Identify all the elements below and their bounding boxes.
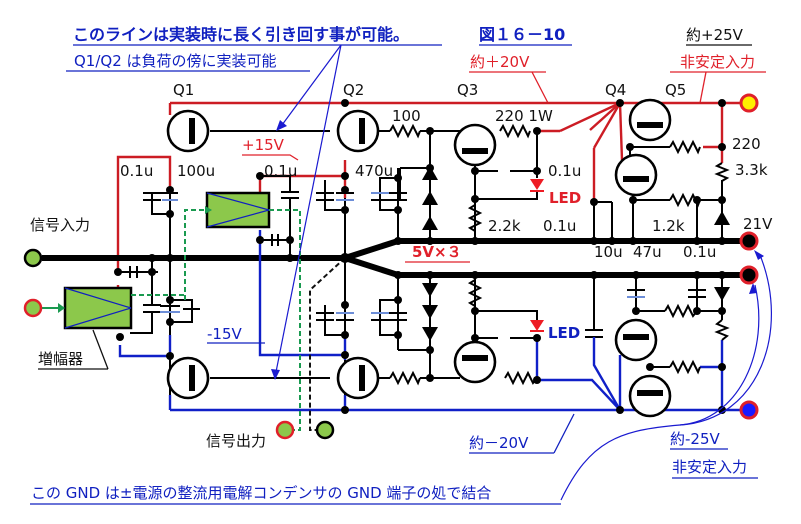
label-21v: 21V	[743, 215, 773, 233]
resistor-q3-neg	[504, 370, 538, 386]
led-top-icon	[530, 179, 544, 190]
label-minus25: 約-25V	[670, 430, 720, 448]
resistor-q2-neg	[389, 370, 421, 386]
label-r-220: 220	[732, 135, 761, 153]
terminal-signal-out[interactable]	[275, 420, 295, 440]
amplifier-main	[63, 286, 133, 330]
label-r-2k2: 2.2k	[488, 217, 521, 235]
gnd-path-dashed	[309, 257, 346, 431]
label-signal-in: 信号入力	[30, 216, 90, 234]
resistor-100	[389, 123, 421, 139]
label-r-220-1w: 220 1W	[495, 107, 553, 125]
label-q5: Q5	[665, 81, 686, 99]
label-q2: Q2	[343, 81, 364, 99]
figure-title: 図１６－10	[479, 25, 565, 44]
label-c-47u: 47u	[633, 243, 662, 261]
transistor-q3	[453, 123, 497, 167]
label-c-q3-01: 0.1u	[548, 162, 581, 180]
transistor-q2-neg	[336, 356, 380, 400]
transistor-q3-neg	[453, 340, 497, 384]
resistor-3k3	[714, 162, 730, 182]
label-amplifier: 増幅器	[38, 350, 83, 368]
label-c-q1-01: 0.1u	[120, 162, 153, 180]
label-led-top: LED	[549, 189, 581, 207]
transistor-q5	[628, 98, 672, 142]
led-bottom-icon	[530, 320, 544, 331]
label-plus25-sub: 非安定入力	[680, 53, 755, 71]
resistors	[389, 123, 730, 386]
label-signal-out: 信号出力	[206, 432, 266, 450]
terminal-gnd-top[interactable]	[739, 231, 759, 251]
label-r-100: 100	[392, 107, 421, 125]
junction-dots	[114, 99, 726, 414]
label-c-amp-01: 0.1u	[264, 162, 297, 180]
terminal-minus25[interactable]	[739, 400, 759, 420]
transistor-q4-neg	[614, 318, 658, 362]
resistor-220-1w	[499, 123, 531, 139]
amplifier-secondary	[205, 191, 271, 229]
terminal-signal-out-gnd[interactable]	[315, 420, 335, 440]
note-gnd: この GND は±電源の整流用電解コンデンサの GND 端子の処で結合	[31, 484, 491, 502]
label-minus15: -15V	[207, 325, 242, 343]
resistor-2k2	[467, 204, 483, 232]
resistor-q5-base	[669, 139, 701, 155]
zener-ref-top	[714, 211, 730, 225]
callout-line-2	[275, 44, 342, 373]
transistor-q1	[166, 109, 210, 153]
resistor-neg-bias	[467, 279, 483, 307]
transistor-q4	[614, 153, 658, 197]
label-minus20: 約－20V	[469, 434, 529, 452]
resistor-neg-ref	[714, 319, 730, 341]
label-c-zener-01: 0.1u	[683, 243, 716, 261]
label-c-q2-470: 470u	[355, 162, 393, 180]
label-plus15: +15V	[242, 136, 285, 154]
label-r-3k3: 3.3k	[735, 161, 768, 179]
transistor-q2	[336, 109, 380, 153]
terminal-plus25[interactable]	[739, 93, 759, 113]
note-main: このラインは実装時に長く引き回す事が可能。	[73, 25, 409, 44]
resistor-neg-base	[664, 303, 698, 319]
label-minus25-sub: 非安定入力	[672, 458, 747, 476]
callout-line-1	[281, 44, 342, 126]
label-q1: Q1	[173, 81, 194, 99]
label-q4: Q4	[605, 81, 626, 99]
label-c-q1-100: 100u	[177, 162, 215, 180]
transistor-q1-neg	[166, 356, 210, 400]
label-c-10u: 10u	[594, 243, 623, 261]
zener-stack-bottom	[422, 283, 438, 341]
signal-path-green	[184, 209, 205, 300]
label-c-q4-01: 0.1u	[543, 217, 576, 235]
resistor-neg-q5	[669, 359, 701, 375]
transistor-q5-neg	[628, 374, 672, 418]
label-plus25: 約+25V	[686, 26, 744, 44]
label-q3: Q3	[457, 81, 478, 99]
note-sub: Q1/Q2 は負荷の傍に実装可能	[74, 52, 277, 70]
terminal-signal-in[interactable]	[23, 248, 43, 268]
terminal-gnd-bottom[interactable]	[739, 265, 759, 285]
label-r-1k2: 1.2k	[652, 217, 685, 235]
zener-stack-top	[422, 166, 438, 230]
label-led-bottom: LED	[548, 324, 580, 342]
label-zener-stack: 5V×３	[412, 243, 462, 261]
label-plus20: 約＋20V	[470, 53, 530, 71]
terminal-signal-in-hot[interactable]	[23, 298, 43, 318]
zener-ref-bottom	[714, 287, 730, 301]
